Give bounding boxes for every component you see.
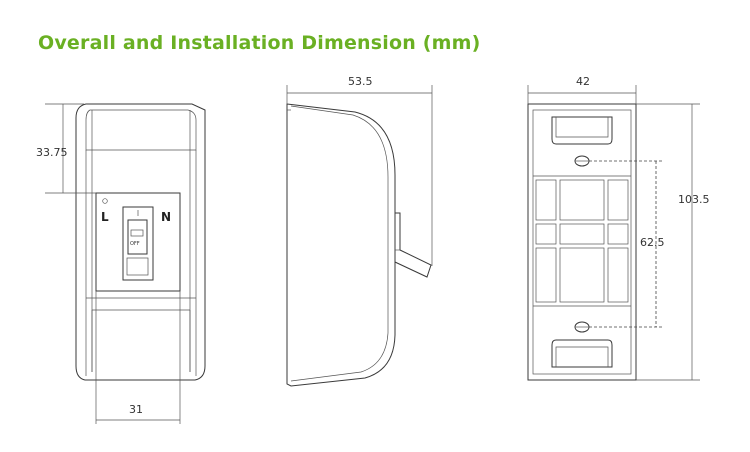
- bottom-slot-inner: [555, 346, 609, 367]
- grid-cell: [607, 247, 629, 303]
- front-body-outline: [75, 103, 206, 381]
- dim-31: 31: [129, 403, 143, 416]
- dim-62-5: 62.5: [640, 236, 665, 249]
- side-lever: [394, 212, 432, 278]
- toggle-lever: [127, 219, 148, 255]
- dim-42: 42: [576, 75, 590, 88]
- grid-cell: [607, 223, 629, 245]
- grid-cell: [559, 179, 605, 221]
- grid-cell: [535, 179, 557, 221]
- dim-103-5: 103.5: [678, 193, 710, 206]
- back-outline: [527, 103, 637, 381]
- off-text: OFF: [130, 241, 140, 247]
- top-slot: [551, 116, 613, 145]
- label-n: N: [161, 210, 171, 224]
- side-body-inner: [290, 105, 389, 382]
- grid-cell: [535, 247, 557, 303]
- toggle-grip: [130, 229, 144, 237]
- grid-cell: [559, 247, 605, 303]
- back-view: 42 103.5 62.5: [527, 75, 710, 381]
- front-cover-inner: [85, 109, 197, 151]
- side-view: 53.5: [286, 75, 433, 387]
- toggle-housing: [122, 206, 154, 281]
- grid-cell: [535, 223, 557, 245]
- switch-window: [95, 192, 181, 292]
- side-body-outline: [286, 103, 396, 387]
- bottom-slot: [551, 339, 613, 368]
- grid-cell: [607, 179, 629, 221]
- dim-33-75: 33.75: [36, 146, 68, 159]
- label-l: L: [101, 210, 109, 224]
- back-inner: [532, 109, 632, 375]
- dim-53-5: 53.5: [348, 75, 373, 88]
- indicator-dot: [102, 198, 108, 204]
- grid-cell: [559, 223, 605, 245]
- top-slot-inner: [555, 117, 609, 138]
- toggle-base: [126, 257, 149, 276]
- front-view: L N OFF 33.75 31: [36, 103, 206, 424]
- diagram-title: Overall and Installation Dimension (mm): [38, 32, 481, 54]
